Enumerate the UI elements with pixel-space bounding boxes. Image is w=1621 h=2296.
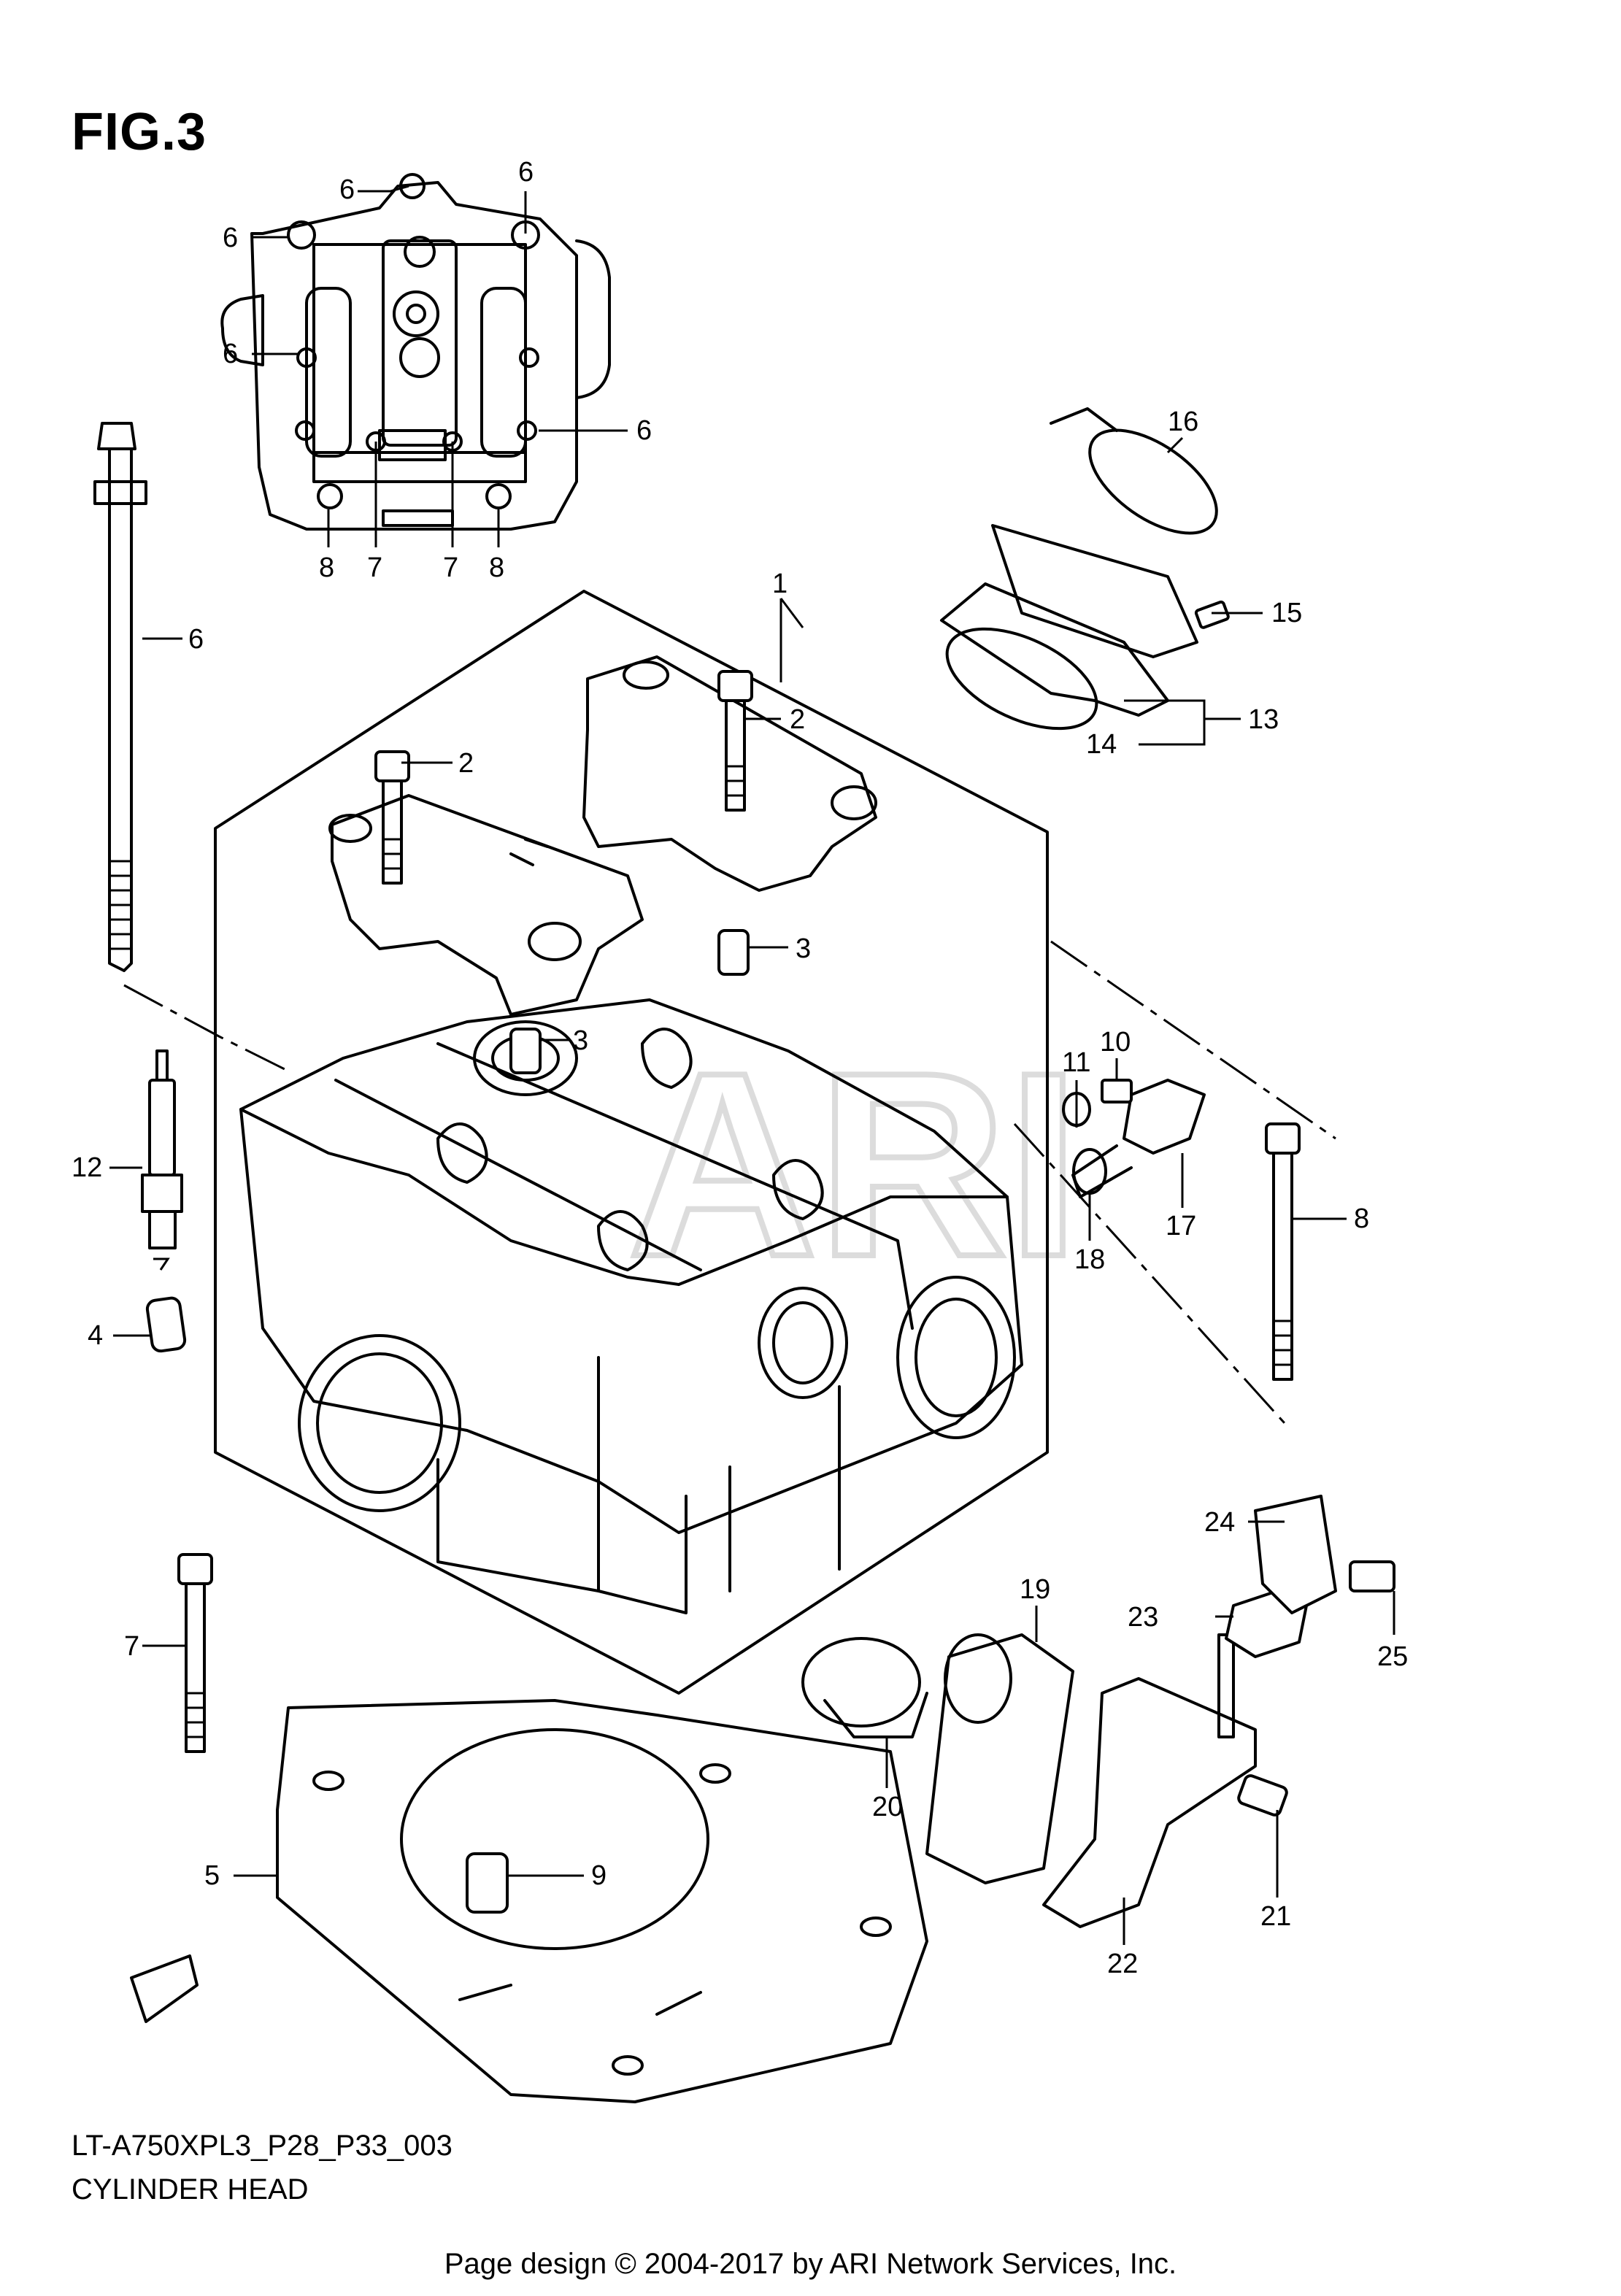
callout-7c: 7 — [124, 1631, 139, 1662]
callout-22: 22 — [1107, 1949, 1138, 1979]
callout-1: 1 — [772, 569, 788, 599]
callout-5: 5 — [204, 1860, 220, 1891]
callout-21: 21 — [1260, 1901, 1291, 1932]
cylinder-head-body — [239, 998, 1023, 1614]
callout-24: 24 — [1204, 1507, 1235, 1538]
spark-plug — [141, 1049, 183, 1271]
callout-10: 10 — [1100, 1027, 1131, 1058]
sensor-17 — [1071, 1079, 1206, 1198]
figure-title: FIG.3 — [72, 103, 207, 161]
callout-15: 15 — [1271, 598, 1302, 628]
callout-2b: 2 — [458, 748, 474, 779]
bolt-6-long — [93, 422, 147, 972]
callout-8c: 8 — [1354, 1203, 1369, 1234]
callout-17: 17 — [1166, 1211, 1196, 1241]
callout-16: 16 — [1168, 407, 1198, 437]
bolt-21 — [1237, 1774, 1288, 1817]
callout-18: 18 — [1074, 1244, 1105, 1275]
callout-7b: 7 — [443, 552, 458, 583]
callout-2a: 2 — [790, 704, 805, 735]
callout-6f: 6 — [188, 624, 204, 655]
head-gasket — [276, 1699, 928, 2103]
callout-13: 13 — [1248, 704, 1279, 735]
thermostat — [801, 1637, 928, 1738]
bolt-7 — [177, 1553, 213, 1753]
callout-6a: 6 — [339, 174, 355, 205]
diagram-name: CYLINDER HEAD — [72, 2173, 309, 2206]
callout-6c: 6 — [223, 223, 238, 253]
camshaft-holder-right — [582, 655, 877, 892]
bolt-2-right — [717, 670, 753, 812]
camshaft-holder-left — [328, 794, 644, 1016]
callout-23: 23 — [1128, 1602, 1158, 1633]
bolt-2-left — [374, 750, 410, 885]
dowel-3-lower — [509, 1028, 542, 1074]
callout-20: 20 — [872, 1792, 903, 1822]
assembly-outline — [123, 590, 1336, 1695]
leader-lines — [109, 185, 1395, 1945]
callout-6e: 6 — [636, 415, 652, 446]
callout-11: 11 — [1062, 1047, 1090, 1078]
callout-9: 9 — [591, 1860, 607, 1891]
sensor-24 — [1254, 1495, 1337, 1614]
dowel-4 — [145, 1296, 187, 1353]
svg-text:ARI: ARI — [628, 1018, 1080, 1311]
bolt-25 — [1349, 1560, 1395, 1592]
callout-14: 14 — [1086, 729, 1117, 760]
diagram-code: LT-A750XPL3_P28_P33_003 — [72, 2130, 453, 2162]
page-footer: Page design © 2004-2017 by ARI Network S… — [444, 2248, 1177, 2280]
callout-12: 12 — [72, 1152, 102, 1183]
callout-8a: 8 — [319, 552, 334, 583]
callout-6d: 6 — [223, 339, 238, 369]
thermostat-housing — [925, 1633, 1074, 1884]
bolt-8 — [1265, 1122, 1301, 1381]
callout-4: 4 — [88, 1320, 103, 1351]
fwd-arrow: FWD — [130, 1954, 199, 2023]
callout-25: 25 — [1377, 1641, 1408, 1672]
bracket-22 — [1042, 1633, 1257, 1928]
callout-7a: 7 — [367, 552, 382, 583]
callout-3b: 3 — [573, 1025, 588, 1056]
screw-10 — [1101, 1079, 1133, 1103]
callout-8b: 8 — [489, 552, 504, 583]
callout-19: 19 — [1020, 1574, 1050, 1605]
watermark: ARI — [625, 1015, 1083, 1314]
callout-3a: 3 — [796, 933, 811, 964]
callout-6b: 6 — [518, 157, 534, 188]
dowel-3-upper — [717, 929, 750, 976]
intake-pipe — [940, 407, 1230, 731]
head-top-view — [220, 173, 611, 531]
callout-labels: 1 2 2 3 3 4 5 6 6 6 6 6 6 7 7 7 8 8 8 9 … — [72, 157, 1408, 1979]
